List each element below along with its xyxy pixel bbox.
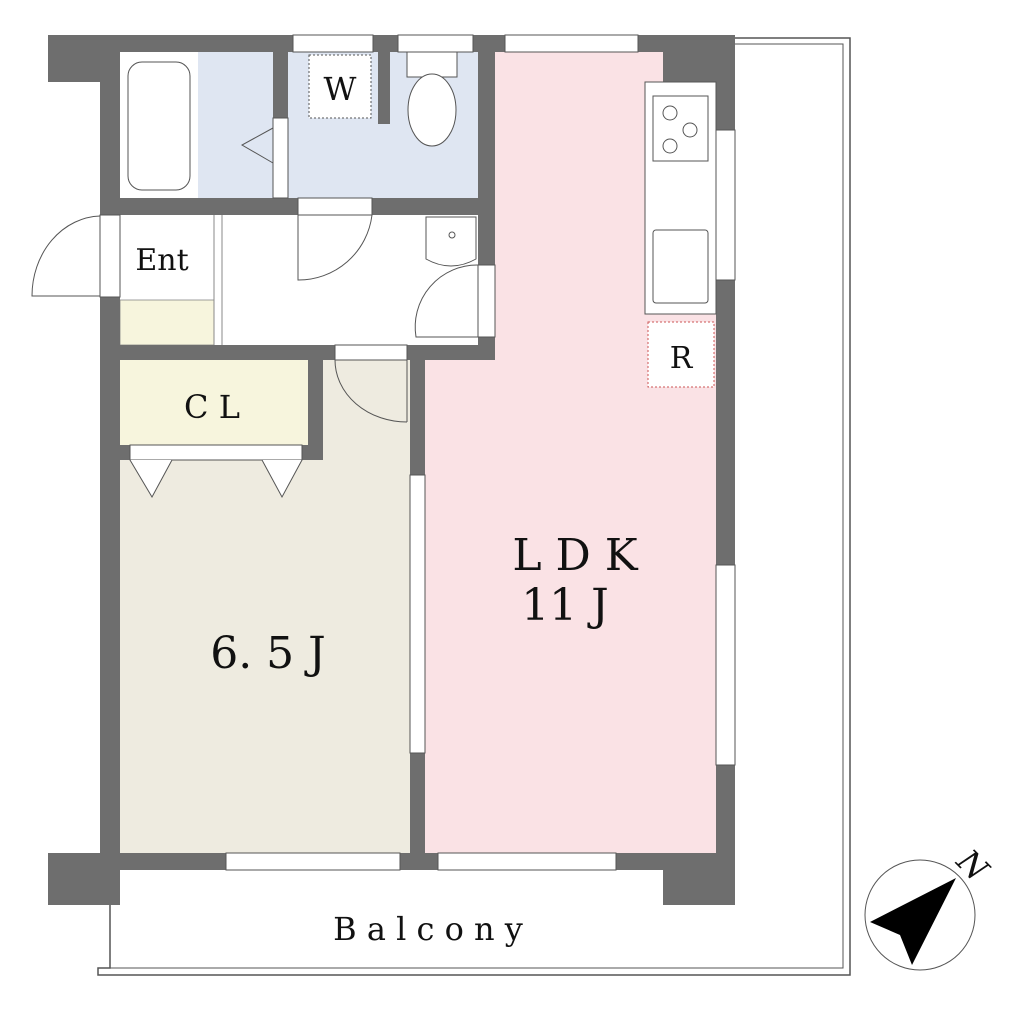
ldk-label: L D K (512, 530, 638, 581)
sink (425, 216, 477, 267)
washer-space (308, 54, 372, 119)
compass-north-icon: N (864, 841, 997, 971)
ldk-size-label: 11 J (521, 580, 609, 631)
washroom-label: W (324, 70, 357, 108)
bedroom-size-label: 6. 5 J (210, 628, 326, 679)
stove (652, 95, 709, 162)
kitchen-sink (652, 229, 709, 304)
closet-label: C L (184, 388, 240, 426)
toilet (407, 73, 457, 147)
refrigerator-space (647, 321, 715, 388)
entrance-label: Ent (135, 243, 188, 278)
refrigerator-label: R (670, 341, 694, 376)
windows (99, 34, 736, 871)
closet-floor (120, 360, 308, 445)
ldk-floor (425, 52, 716, 853)
entrance-step (119, 299, 215, 346)
bathtub (127, 61, 191, 191)
balcony-label: B a l c o n y (333, 910, 523, 948)
